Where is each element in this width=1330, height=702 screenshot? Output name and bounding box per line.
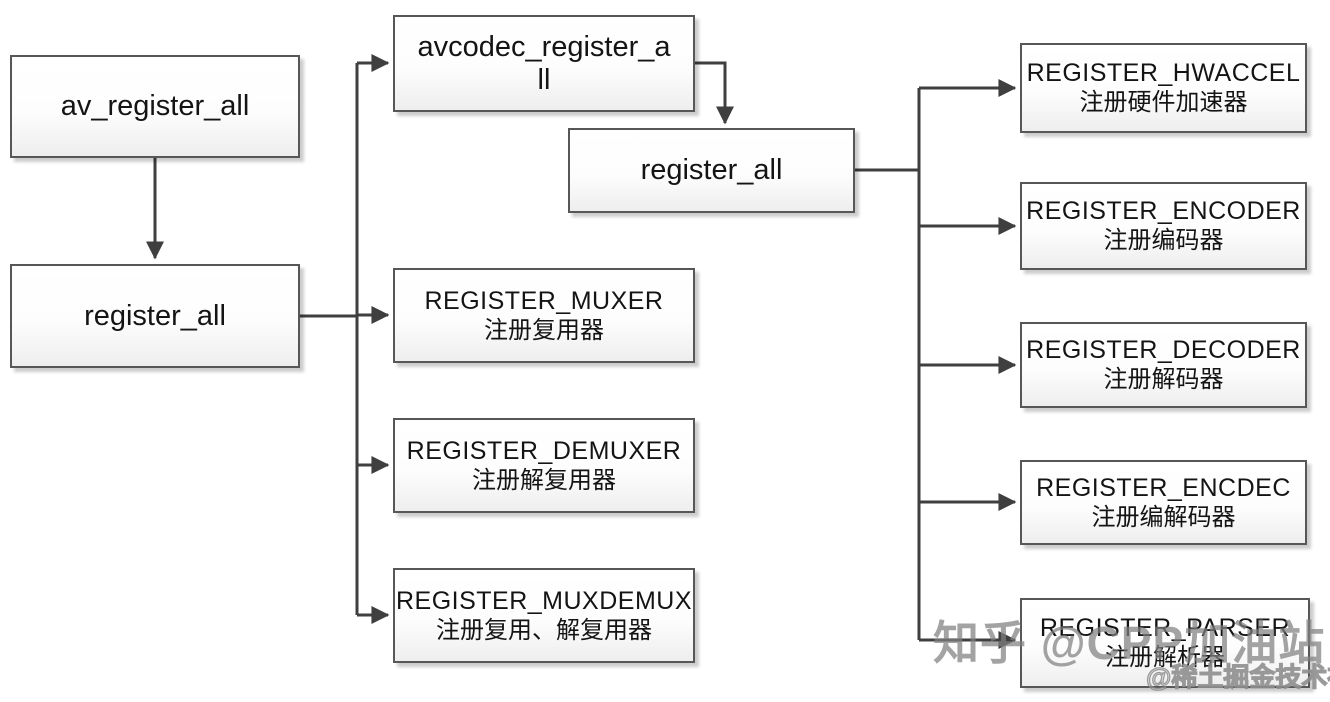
node-label-line2: ll <box>537 63 551 96</box>
node-title: REGISTER_ENCODER <box>1026 197 1301 225</box>
node-subtitle: 注册硬件加速器 <box>1079 89 1248 116</box>
node-subtitle: 注册复用器 <box>484 316 604 344</box>
node-av-register-all: av_register_all <box>10 55 300 158</box>
node-title: REGISTER_DECODER <box>1026 336 1301 364</box>
node-subtitle: 注册编码器 <box>1103 227 1224 254</box>
node-subtitle: 注册编解码器 <box>1091 503 1236 531</box>
node-title: REGISTER_PARSER <box>1039 614 1291 642</box>
node-label: register_all <box>84 299 226 332</box>
node-subtitle: 注册复用、解复用器 <box>436 616 652 644</box>
node-label-line1: avcodec_register_a <box>417 31 671 64</box>
node-register-encoder: REGISTER_ENCODER 注册编码器 <box>1020 182 1307 270</box>
node-register-muxer: REGISTER_MUXER 注册复用器 <box>393 268 695 363</box>
node-subtitle: 注册解析器 <box>1105 644 1225 671</box>
node-title: REGISTER_MUXDEMUX <box>395 586 693 615</box>
watermark-juejin: @稀土掘金技术社区 <box>1145 661 1330 692</box>
node-register-encdec: REGISTER_ENCDEC 注册编解码器 <box>1020 460 1307 545</box>
node-subtitle: 注册解码器 <box>1103 366 1224 393</box>
node-register-decoder: REGISTER_DECODER 注册解码器 <box>1020 322 1307 408</box>
node-register-muxdemux: REGISTER_MUXDEMUX 注册复用、解复用器 <box>393 568 695 663</box>
node-title: REGISTER_HWACCEL <box>1026 59 1301 87</box>
node-label: av_register_all <box>60 90 250 123</box>
node-register-hwaccel: REGISTER_HWACCEL 注册硬件加速器 <box>1020 43 1307 133</box>
node-label: register_all <box>640 154 783 187</box>
node-register-demuxer: REGISTER_DEMUXER 注册解复用器 <box>393 418 695 513</box>
node-title: REGISTER_DEMUXER <box>406 436 682 465</box>
node-register-parser: REGISTER_PARSER 注册解析器 <box>1020 598 1310 688</box>
node-register-all-mid: register_all <box>568 128 855 213</box>
node-avcodec-register-all: avcodec_register_a ll <box>393 15 695 112</box>
node-subtitle: 注册解复用器 <box>472 466 616 494</box>
node-title: REGISTER_ENCDEC <box>1036 473 1291 502</box>
edge-avcodec-to-register-mid <box>695 61 734 125</box>
watermark-zhihu: 知乎 @CPP加油站 <box>933 617 1326 669</box>
node-register-all-left: register_all <box>10 264 300 368</box>
node-title: REGISTER_MUXER <box>424 286 664 315</box>
